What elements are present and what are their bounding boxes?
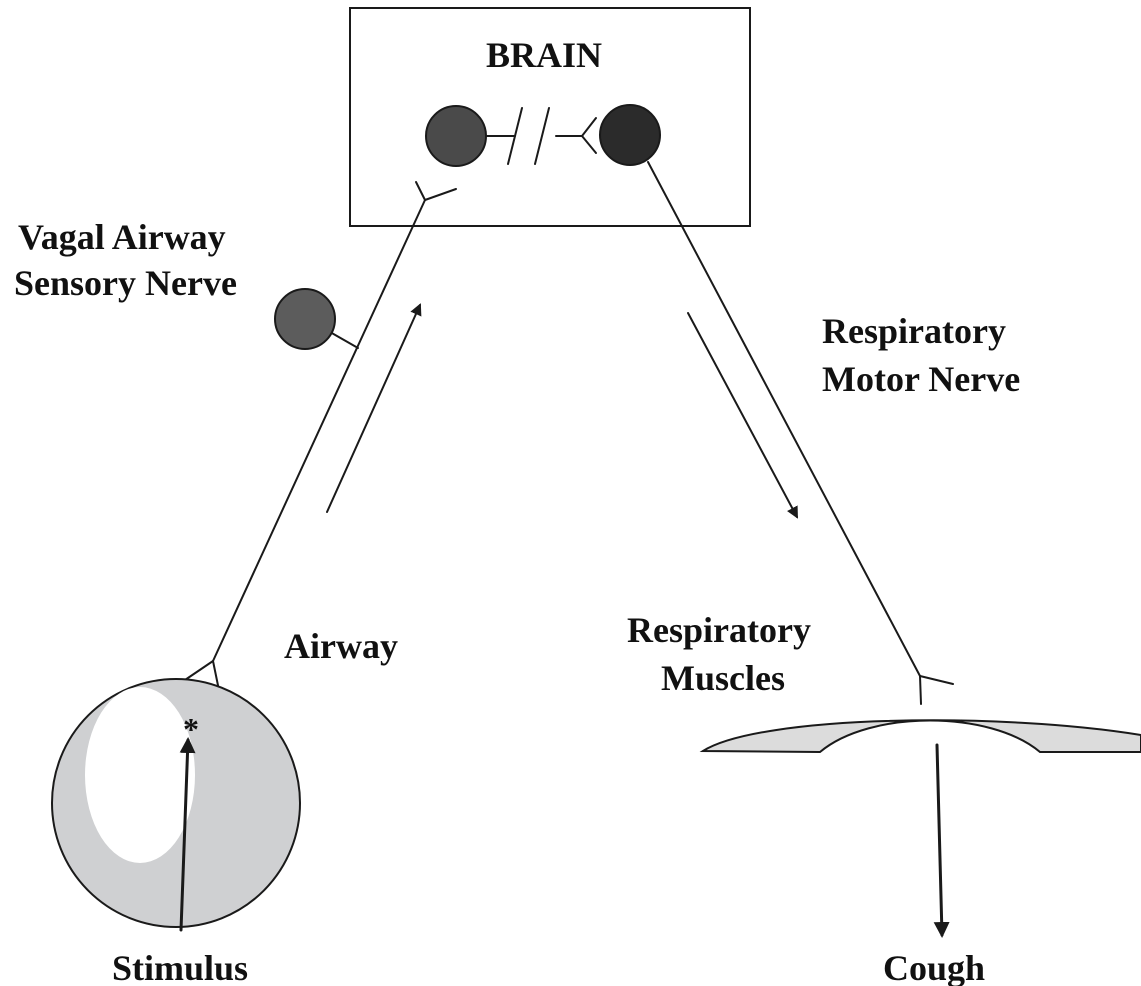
afferent-arrow [327, 305, 420, 512]
airway-lumen [85, 687, 195, 863]
respiratory-muscle [703, 720, 1141, 752]
airway-label: Airway [284, 626, 398, 666]
muscles-label-line1: Respiratory [627, 610, 811, 650]
stimulus-marker: * [183, 711, 199, 747]
sensory-nerve-label-line2: Sensory Nerve [14, 263, 237, 303]
cough-label: Cough [883, 948, 985, 986]
cough-arrow [937, 745, 942, 935]
sensory-neuron-brain-body [426, 106, 486, 166]
brain-label: BRAIN [486, 35, 602, 75]
motor-nerve-label-line1: Respiratory [822, 311, 1006, 351]
sensory-nerve-label-line1: Vagal Airway [18, 217, 226, 257]
sensory-ganglion [275, 289, 335, 349]
efferent-arrow [688, 313, 797, 517]
stimulus-label: Stimulus [112, 948, 248, 986]
muscles-label-line2: Muscles [661, 658, 785, 698]
motor-nerve-label-line2: Motor Nerve [822, 359, 1020, 399]
motor-neuron-brain-body [600, 105, 660, 165]
